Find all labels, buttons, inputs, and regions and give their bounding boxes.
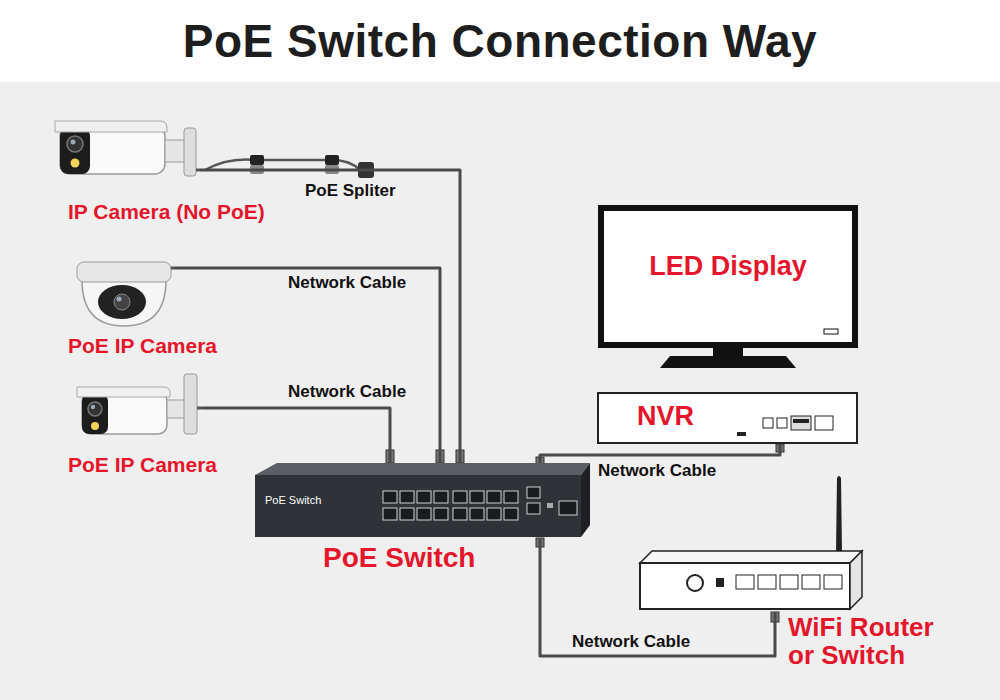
header-band bbox=[0, 0, 1000, 82]
dc-plug bbox=[325, 155, 339, 165]
wifi-router: WiFi Router or Switch bbox=[640, 545, 862, 612]
dc-plug bbox=[250, 155, 264, 165]
network-cable bbox=[175, 268, 440, 463]
network-cable bbox=[202, 408, 390, 463]
camera-label: PoE IP Camera bbox=[68, 334, 217, 358]
cable-label: Network Cable bbox=[285, 273, 409, 293]
router-label: WiFi Router or Switch bbox=[788, 613, 960, 669]
display-label: LED Display bbox=[598, 251, 858, 282]
poe-switch: PoE SwitchPoE Switch bbox=[255, 463, 590, 539]
bullet-camera: PoE IP Camera bbox=[72, 370, 202, 450]
camera-label: PoE IP Camera bbox=[68, 453, 217, 477]
wifi-router-art bbox=[640, 545, 862, 612]
cable-label: Network Cable bbox=[285, 382, 409, 402]
dome-camera-art bbox=[72, 250, 175, 328]
bullet-camera-art bbox=[72, 370, 202, 450]
cable-label: Network Cable bbox=[595, 461, 719, 481]
camera-no-poe: IP Camera (No PoE) bbox=[52, 108, 200, 196]
cable-label: Network Cable bbox=[569, 632, 693, 652]
dome-camera: PoE IP Camera bbox=[72, 250, 175, 328]
display-monitor: LED Display bbox=[598, 205, 858, 370]
nvr-label: NVR bbox=[637, 401, 694, 432]
nvr-box: NVR bbox=[597, 392, 858, 444]
cable-label: PoE Spliter bbox=[302, 181, 399, 201]
switch-label: PoE Switch bbox=[323, 542, 475, 574]
device-print: PoE Switch bbox=[265, 494, 321, 507]
nvr-box-art bbox=[597, 392, 858, 444]
camera-label: IP Camera (No PoE) bbox=[68, 200, 265, 224]
camera-no-poe-art bbox=[52, 108, 200, 196]
display-monitor-art bbox=[598, 205, 858, 370]
diagram-title: PoE Switch Connection Way bbox=[0, 14, 1000, 68]
router-antenna bbox=[836, 476, 842, 553]
